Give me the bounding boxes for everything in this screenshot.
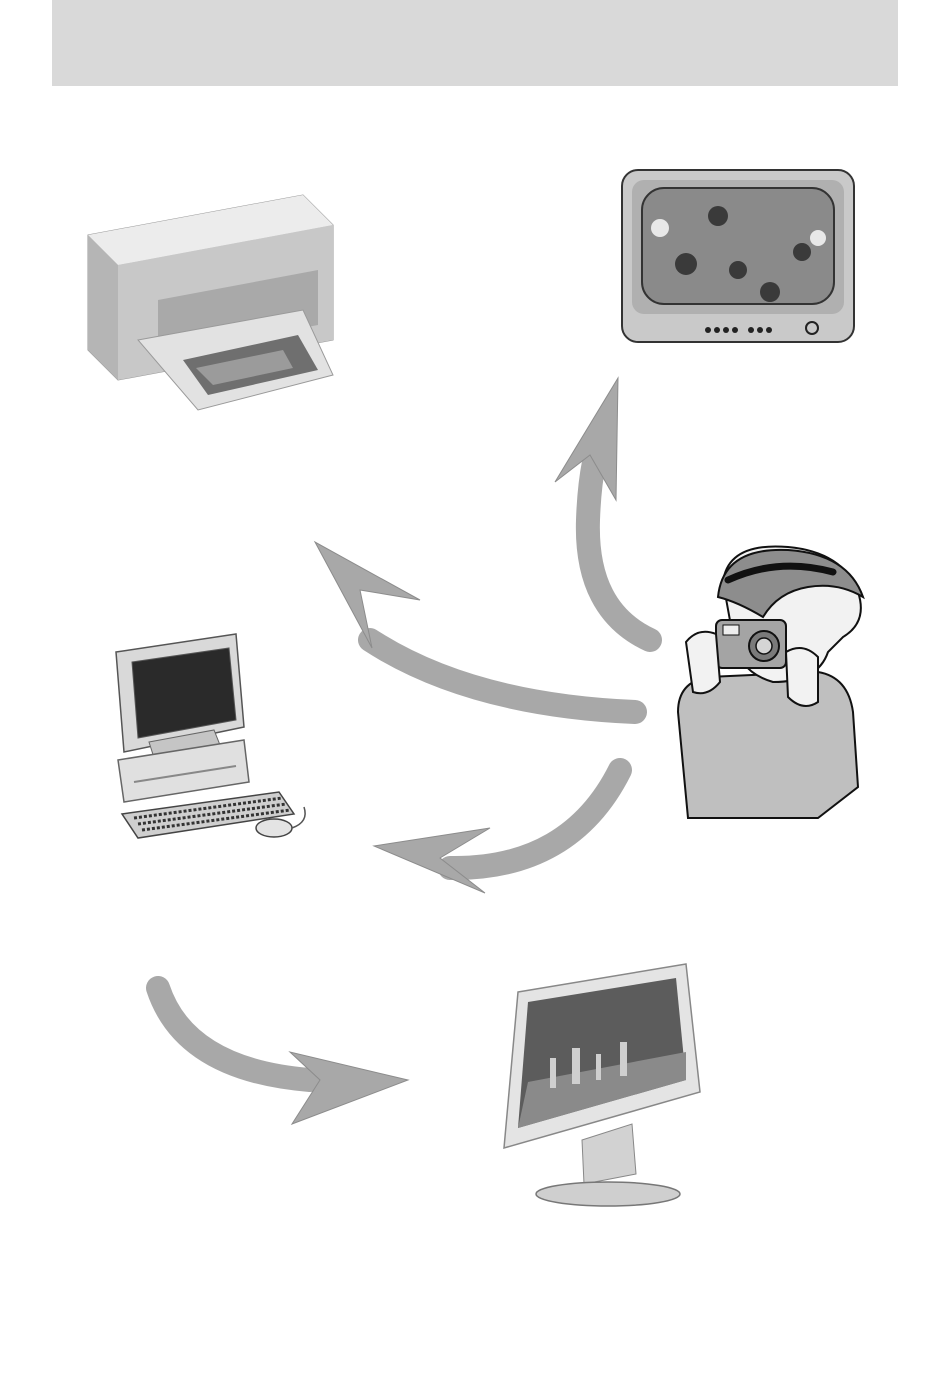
arrow-camera-user-to-desktop-computer [374,770,620,893]
monitor-icon [500,962,710,1208]
computer-icon [104,632,314,842]
arrow-desktop-computer-to-lcd-monitor [158,988,408,1124]
printer-icon [78,190,358,415]
person-with-camera-icon [668,542,874,818]
tv-icon [620,168,856,344]
arrow-camera-user-to-television [555,378,650,640]
